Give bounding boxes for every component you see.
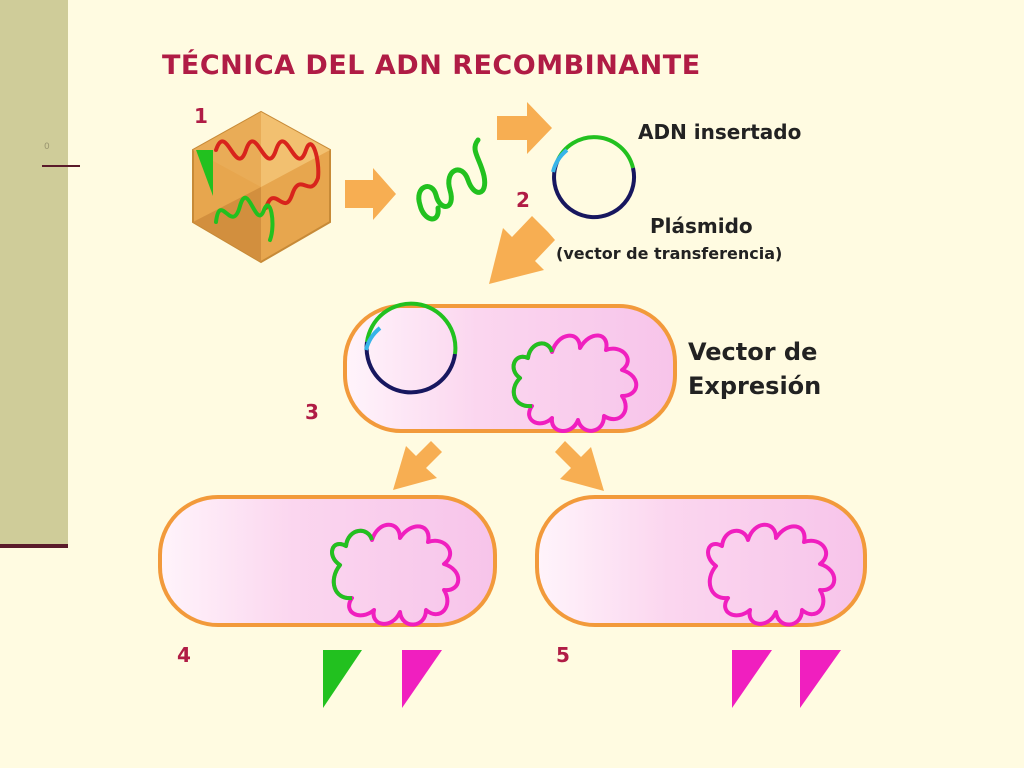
magenta-protein-product-5b xyxy=(800,650,841,708)
expression-vector-label-line2: Expresión xyxy=(688,372,822,400)
arrow-to-cell-5 xyxy=(555,441,604,491)
cell5-chromosome xyxy=(706,522,837,627)
arrow-to-plasmid xyxy=(497,102,552,154)
step-number-4: 4 xyxy=(177,643,191,667)
isolated-gene xyxy=(416,137,488,222)
step-number-3: 3 xyxy=(305,400,319,424)
plasmid-ring xyxy=(551,135,637,220)
plasmid-label: Plásmido xyxy=(650,214,753,238)
viral-green-dna xyxy=(214,195,275,242)
magenta-protein-product-5a xyxy=(732,650,772,708)
slide-title: TÉCNICA DEL ADN RECOMBINANTE xyxy=(162,50,701,81)
cell-4 xyxy=(158,495,497,627)
slide-marker-line xyxy=(42,165,80,167)
inserted-dna-label: ADN insertado xyxy=(638,120,802,144)
slide-number: 0 xyxy=(44,142,50,152)
step-number-2: 2 xyxy=(516,188,530,212)
step-number-1: 1 xyxy=(194,104,208,128)
cell-5 xyxy=(535,495,867,627)
expression-vector-cell xyxy=(343,301,677,433)
sidebar-panel xyxy=(0,0,68,547)
virus-capsid xyxy=(192,110,331,264)
magenta-protein-product-4 xyxy=(402,650,442,708)
green-protein-product xyxy=(323,650,362,708)
step-number-5: 5 xyxy=(556,643,570,667)
arrow-to-gene xyxy=(345,168,396,220)
expression-vector-label-line1: Vector de xyxy=(688,338,818,366)
sidebar-rule xyxy=(0,544,68,548)
viral-red-dna xyxy=(214,139,321,210)
arrow-to-expression-vector xyxy=(489,216,555,284)
plasmid-note-label: (vector de transferencia) xyxy=(556,244,783,263)
arrow-to-cell-4 xyxy=(393,437,442,490)
